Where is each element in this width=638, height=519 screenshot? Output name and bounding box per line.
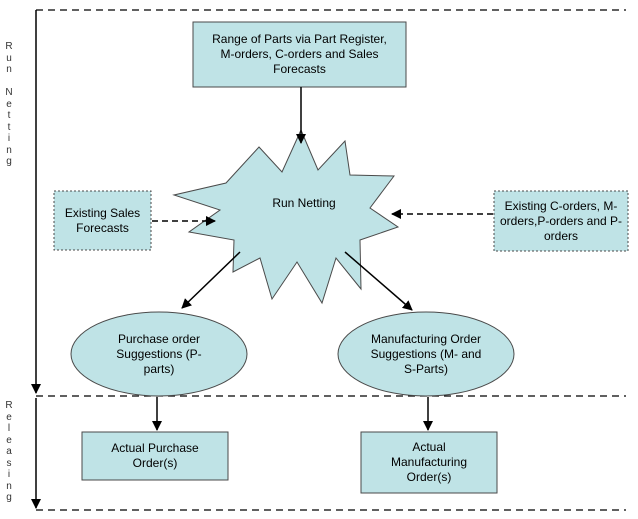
purchase-suggestions-ellipse: [70, 311, 248, 397]
purchase-suggestions-label: Purchase order Suggestions (P-parts): [116, 331, 202, 376]
arrow-netting-to-manufacturing: [344, 251, 413, 311]
existing-orders-label: Existing C-orders, M-orders,P-orders and…: [499, 198, 623, 243]
manufacturing-suggestions-ellipse: [337, 311, 515, 397]
arrow-netting-to-purchase: [181, 251, 241, 309]
range-of-parts-box: [192, 21, 407, 88]
range-of-parts-label: Range of Parts via Part Register, M-orde…: [212, 32, 387, 76]
actual-manufacturing-label: Actual Manufacturing Order(s): [390, 440, 468, 484]
run-netting-starburst: [172, 128, 400, 305]
manufacturing-suggestions-label: Manufacturing Order Suggestions (M- and …: [370, 331, 482, 376]
actual-manufacturing-box: [360, 431, 498, 494]
existing-sales-forecasts-box: [53, 190, 152, 251]
run-netting-label: Run Netting: [272, 195, 336, 210]
existing-orders-box: [493, 190, 629, 252]
actual-purchase-label: Actual Purchase Order(s): [111, 441, 199, 470]
existing-sales-forecasts-label: Existing Sales Forecasts: [64, 205, 141, 235]
actual-purchase-box: [81, 431, 229, 481]
